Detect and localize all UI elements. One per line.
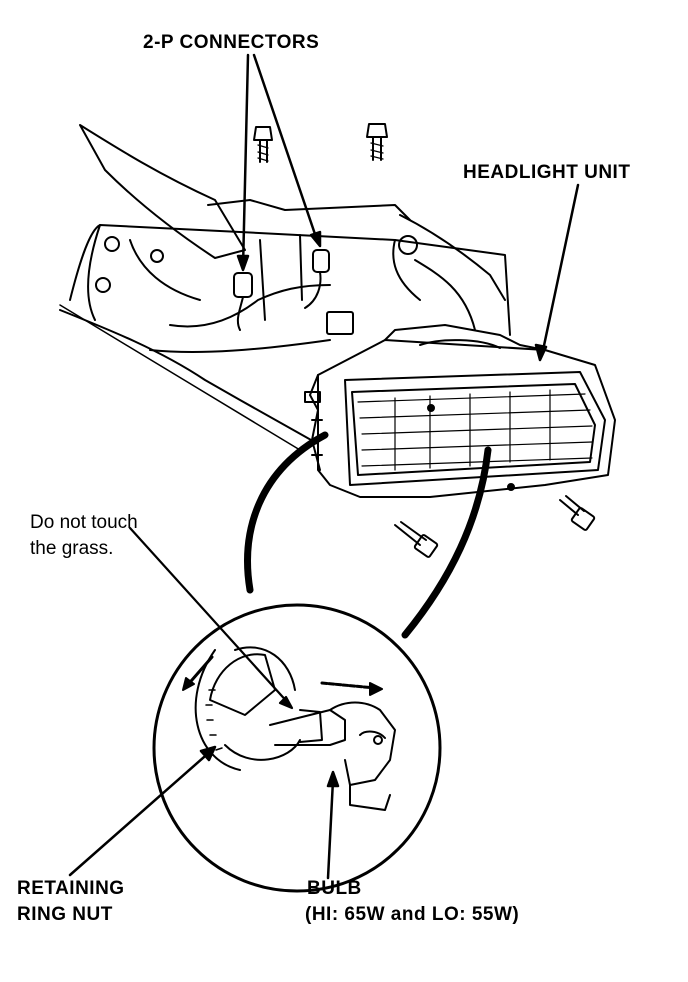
ring-and-bulb-detail bbox=[194, 646, 396, 811]
bulb-pointer bbox=[326, 770, 340, 880]
body-panel bbox=[59, 124, 511, 451]
headlight-pointer bbox=[534, 183, 580, 362]
bulb-label: BULB bbox=[307, 878, 362, 899]
side-mount-bolts bbox=[394, 495, 596, 558]
headlight-unit bbox=[304, 324, 616, 498]
detail-callout-lines bbox=[244, 431, 492, 639]
grass-note-line1: Do not touch bbox=[30, 512, 138, 533]
retaining-ring-label-line2: RING NUT bbox=[17, 904, 113, 925]
two-pin-connectors bbox=[233, 249, 354, 335]
grass-note-line2: the grass. bbox=[30, 538, 114, 559]
detail-circle bbox=[152, 603, 442, 893]
direction-arrows bbox=[182, 655, 383, 696]
connector-pointers bbox=[236, 53, 322, 272]
connectors-label: 2-P CONNECTORS bbox=[143, 32, 320, 53]
headlight-unit-label: HEADLIGHT UNIT bbox=[463, 162, 631, 183]
retaining-ring-pointer bbox=[68, 745, 217, 877]
top-mount-bolts bbox=[253, 123, 388, 163]
retaining-ring-label-line1: RETAINING bbox=[17, 878, 125, 899]
grass-note-pointer bbox=[128, 526, 294, 710]
bulb-spec-label: (HI: 65W and LO: 55W) bbox=[305, 904, 520, 925]
